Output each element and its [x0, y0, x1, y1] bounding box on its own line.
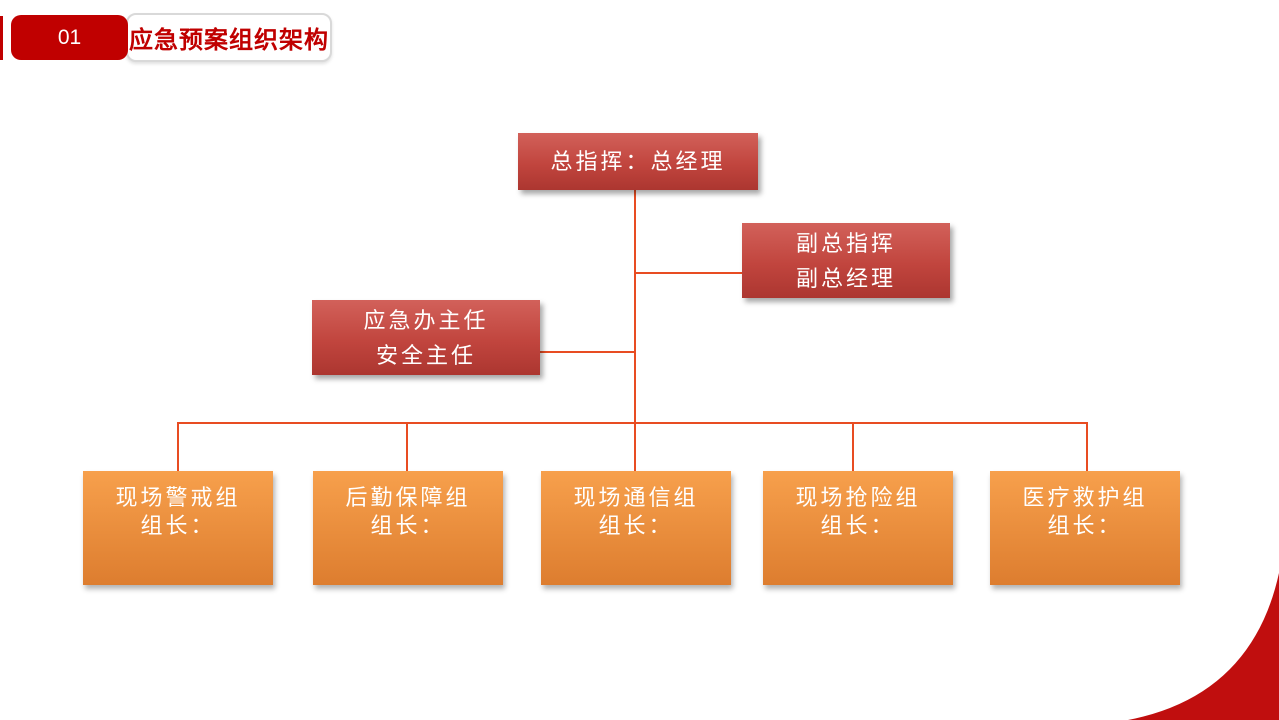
- group-leader: 组长：: [820, 513, 896, 538]
- section-title-box: 应急预案组织架构: [126, 13, 332, 62]
- section-number: 01: [57, 25, 82, 49]
- commander-title: 总指挥：总经理: [550, 149, 726, 174]
- connector-drop-medical-group: [1086, 422, 1088, 471]
- group-leader: 组长：: [1047, 513, 1123, 538]
- group-name: 现场警戒组: [115, 485, 241, 510]
- org-box-deputy-commander: 副总指挥 副总经理: [742, 223, 950, 298]
- connector-drop-logistics-group: [406, 422, 408, 471]
- connector-drop-rescue-group: [852, 422, 854, 471]
- group-leader: 组长：: [140, 513, 216, 538]
- section-title: 应急预案组织架构: [129, 27, 329, 54]
- connector-drop-security-group: [177, 422, 179, 471]
- org-box-site-security-group: 现场警戒组 组长：: [83, 471, 273, 585]
- left-edge-accent: [0, 16, 3, 60]
- org-box-logistics-support-group: 后勤保障组 组长：: [313, 471, 503, 585]
- group-name: 医疗救护组: [1022, 485, 1148, 510]
- connector-deputy-branch: [634, 272, 742, 274]
- group-name: 现场通信组: [573, 485, 699, 510]
- group-name: 后勤保障组: [345, 485, 471, 510]
- org-box-commander: 总指挥：总经理: [518, 133, 758, 190]
- group-leader: 组长：: [598, 513, 674, 538]
- org-box-site-communication-group: 现场通信组 组长：: [541, 471, 731, 585]
- group-leader: 组长：: [370, 513, 446, 538]
- group-name: 现场抢险组: [795, 485, 921, 510]
- connector-horizontal-bus: [177, 422, 1088, 424]
- emergency-office-line1: 应急办主任: [363, 308, 489, 333]
- connector-trunk-vertical: [634, 189, 636, 471]
- connector-office-branch: [540, 351, 636, 353]
- org-box-emergency-office: 应急办主任 安全主任: [312, 300, 540, 375]
- deputy-commander-line1: 副总指挥: [795, 231, 896, 256]
- org-box-site-rescue-group: 现场抢险组 组长：: [763, 471, 953, 585]
- org-box-medical-aid-group: 医疗救护组 组长：: [990, 471, 1180, 585]
- deputy-commander-line2: 副总经理: [795, 266, 896, 291]
- emergency-office-line2: 安全主任: [375, 343, 476, 368]
- section-number-badge: 01: [11, 15, 128, 60]
